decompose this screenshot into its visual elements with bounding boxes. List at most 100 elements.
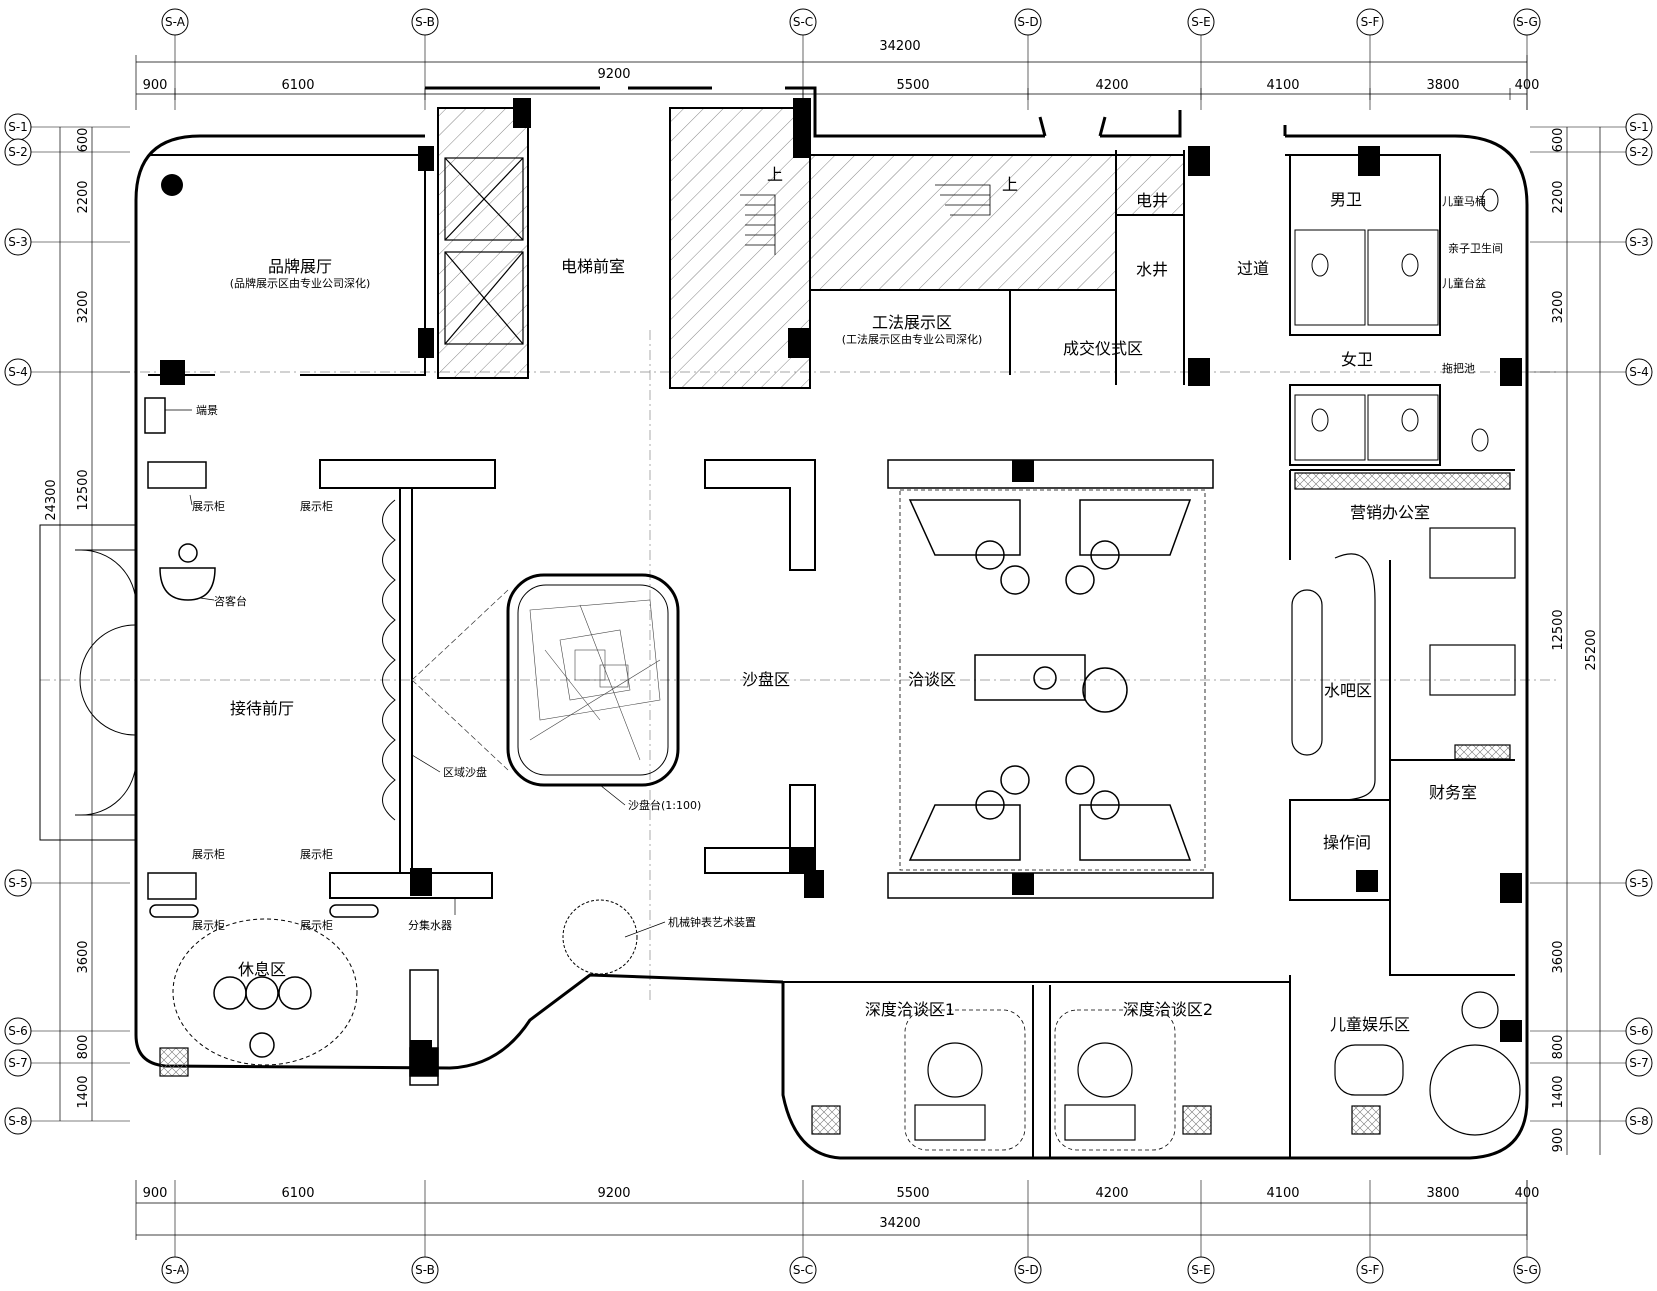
dim-label: 900 <box>1551 1128 1566 1153</box>
right-dimensions <box>1566 127 1601 1155</box>
top-dimension-labels: 34200 900 6100 9200 5500 4200 4100 3800 … <box>143 39 1540 93</box>
dim-label: 600 <box>1551 128 1566 153</box>
dim-label: 5500 <box>896 1186 929 1201</box>
axis-grid <box>40 330 1560 1000</box>
room-elec-shaft: 电井 <box>1136 191 1168 210</box>
axis-label: S-1 <box>1629 120 1649 134</box>
axis-label: S-D <box>1017 1263 1038 1277</box>
dim-label: 4100 <box>1266 78 1299 93</box>
room-deal-area: 成交仪式区 <box>1063 339 1143 358</box>
dim-label: 6100 <box>281 78 314 93</box>
sand-table <box>411 573 680 787</box>
axis-label: S-G <box>1516 1263 1538 1277</box>
note-cabinet: 展示柜 <box>192 919 225 932</box>
columns <box>160 98 1522 1068</box>
axis-bubble: S-A <box>161 1180 189 1284</box>
note-end-view: 端景 <box>196 404 218 417</box>
axis-label: S-8 <box>1629 1114 1649 1128</box>
dim-label: 3800 <box>1426 78 1459 93</box>
note-clock-art: 机械钟表艺术装置 <box>668 915 756 929</box>
axis-label: S-B <box>415 1263 435 1277</box>
stairs <box>740 184 991 255</box>
room-finance: 财务室 <box>1429 783 1477 802</box>
room-deep-talk-1: 深度洽谈区1 <box>865 1000 955 1019</box>
dim-label: 900 <box>143 1186 168 1201</box>
axis-label: S-A <box>165 1263 186 1277</box>
axis-bubble: S-4 <box>1530 358 1653 386</box>
axis-bubble: S-6 <box>1530 1017 1653 1045</box>
dim-label: 600 <box>76 128 91 153</box>
note-cabinet: 展示柜 <box>300 919 333 932</box>
bottom-dimensions <box>135 1180 1528 1240</box>
axis-label: S-C <box>793 15 813 29</box>
axis-label: S-G <box>1516 15 1538 29</box>
lower-furniture <box>904 991 1521 1151</box>
room-kids-area: 儿童娱乐区 <box>1330 1015 1410 1034</box>
room-water-bar: 水吧区 <box>1324 681 1372 700</box>
axis-bubble: S-B <box>411 8 439 110</box>
axis-bubble: S-B <box>411 1180 439 1284</box>
axis-label: S-C <box>793 1263 813 1277</box>
hatched-columns <box>159 1047 1381 1135</box>
axis-bubble: S-F <box>1356 8 1384 110</box>
axis-label: S-D <box>1017 15 1038 29</box>
dim-label: 12500 <box>1551 609 1566 650</box>
axis-bubble: S-1 <box>1530 113 1653 141</box>
dim-label: 800 <box>76 1035 91 1060</box>
dim-total-bottom: 34200 <box>879 1216 920 1231</box>
axis-label: S-8 <box>8 1114 28 1128</box>
axis-label: S-6 <box>1629 1024 1649 1038</box>
dim-left-overall: 24300 <box>44 479 59 520</box>
annotation-notes: 端景 展示柜 展示柜 咨客台 区域沙盘 沙盘台(1:100) 展示柜 展示柜 展… <box>192 404 756 932</box>
right-axis-bubbles: S-1 S-2 S-3 S-4 S-5 S-6 S-7 S-8 <box>1530 113 1653 1135</box>
office-furniture <box>1291 472 1516 801</box>
note-cabinet: 展示柜 <box>300 848 333 861</box>
room-rest-area: 休息区 <box>238 960 286 979</box>
dim-label: 3600 <box>1551 940 1566 973</box>
dim-label: 5500 <box>896 78 929 93</box>
axis-bubble: S-5 <box>1530 869 1653 897</box>
axis-label: S-F <box>1361 1263 1380 1277</box>
dim-label: 800 <box>1551 1035 1566 1060</box>
interior-walls <box>148 108 1515 1158</box>
dim-label: 3600 <box>76 940 91 973</box>
dim-label: 4200 <box>1095 78 1128 93</box>
dim-label: 1400 <box>76 1075 91 1108</box>
dim-label: 4200 <box>1095 1186 1128 1201</box>
right-dimension-labels: 25200 600 2200 3200 12500 3600 800 1400 … <box>1551 128 1599 1153</box>
axis-bubble: S-4 <box>4 358 130 386</box>
top-dimensions <box>135 55 1528 110</box>
label-family-wc: 亲子卫生间 <box>1448 241 1503 255</box>
leaders <box>165 409 666 938</box>
axis-bubble: S-7 <box>1530 1049 1653 1077</box>
dim-label: 4100 <box>1266 1186 1299 1201</box>
axis-bubble: S-E <box>1187 8 1215 110</box>
dim-label: 12500 <box>76 469 91 510</box>
room-brand-hall: 品牌展厅 <box>268 257 332 276</box>
dim-label: 9200 <box>597 67 630 82</box>
room-women-wc: 女卫 <box>1341 350 1373 369</box>
axis-bubble: S-F <box>1356 1180 1384 1284</box>
axis-bubble: S-C <box>789 8 817 110</box>
room-deep-talk-2: 深度洽谈区2 <box>1123 1000 1213 1019</box>
axis-bubble: S-3 <box>1530 228 1653 256</box>
note-cabinet: 展示柜 <box>300 500 333 513</box>
axis-bubble: S-1 <box>4 113 130 141</box>
entrance-glazing <box>39 524 137 841</box>
axis-bubble: S-8 <box>1530 1107 1653 1135</box>
note-cabinet: 展示柜 <box>192 500 225 513</box>
axis-label: S-A <box>165 15 186 29</box>
axis-bubble: S-A <box>161 8 189 110</box>
clock-art <box>562 899 638 975</box>
axis-bubble: S-G <box>1513 8 1541 110</box>
axis-bubble: S-E <box>1187 1180 1215 1284</box>
label-kid-basin: 儿童台盆 <box>1442 276 1486 290</box>
axis-bubble: S-8 <box>4 1107 130 1135</box>
room-sand-table-area: 沙盘区 <box>742 670 790 689</box>
axis-label: S-2 <box>1629 145 1649 159</box>
axis-label: S-5 <box>8 876 28 890</box>
dim-label: 2200 <box>1551 180 1566 213</box>
dim-label: 3800 <box>1426 1186 1459 1201</box>
bottom-axis-bubbles: S-A S-B S-C S-D S-E S-F S-G <box>161 1180 1541 1284</box>
